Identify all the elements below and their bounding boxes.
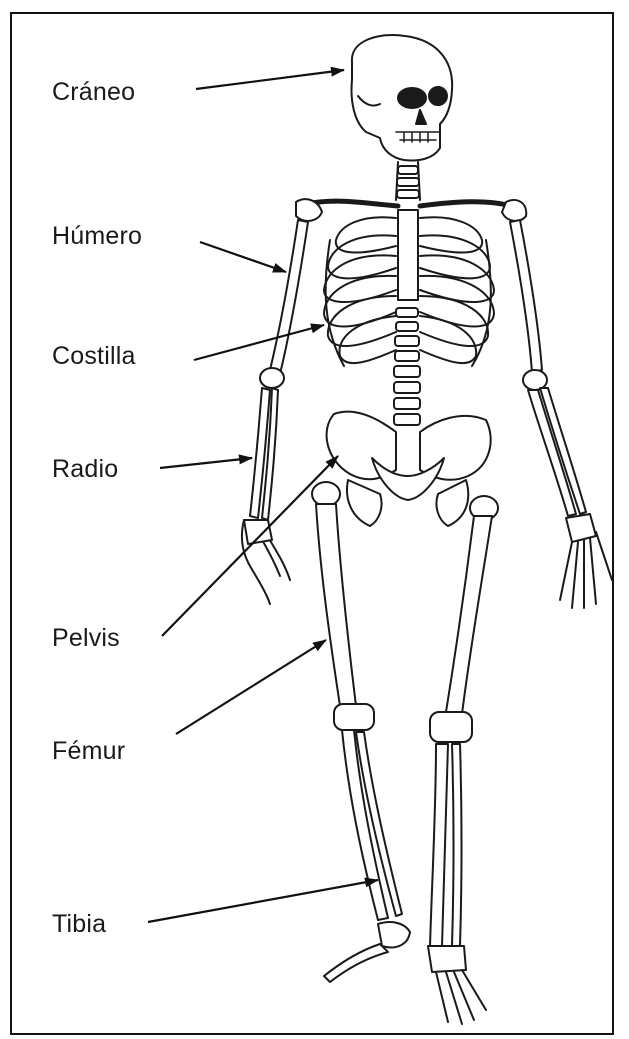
arrow-radio <box>160 458 252 468</box>
label-pelvis: Pelvis <box>52 624 120 653</box>
pointer-arrows <box>148 70 378 922</box>
arrow-craneo <box>196 70 344 89</box>
label-craneo: Cráneo <box>52 78 135 107</box>
arrow-pelvis <box>162 456 338 636</box>
left-arm-shape <box>242 220 308 604</box>
right-leg-shape <box>428 496 498 1024</box>
arrow-humero <box>200 242 286 272</box>
clavicle-shape <box>300 201 518 208</box>
label-femur: Fémur <box>52 737 125 766</box>
skeleton-drawing <box>242 35 612 1024</box>
label-costilla: Costilla <box>52 342 136 371</box>
arrow-costilla <box>194 325 324 360</box>
label-radio: Radio <box>52 455 118 484</box>
arrow-tibia <box>148 880 378 922</box>
left-leg-shape <box>312 482 410 982</box>
label-tibia: Tibia <box>52 910 106 939</box>
pelvis-shape <box>327 412 491 526</box>
arrow-femur <box>176 640 326 734</box>
right-arm-shape <box>510 220 612 608</box>
label-humero: Húmero <box>52 222 142 251</box>
skull-shape <box>352 35 453 160</box>
